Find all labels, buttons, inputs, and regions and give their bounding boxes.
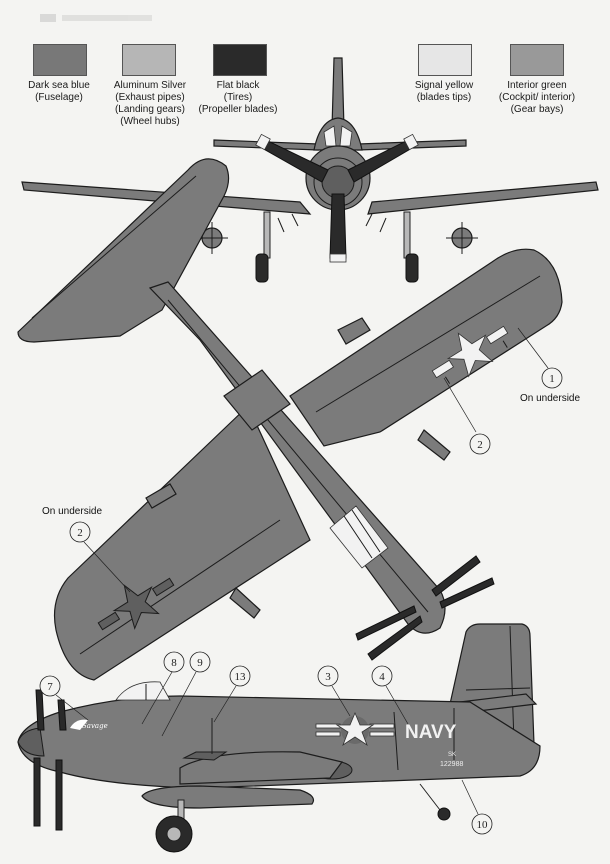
swatch-label-line: (Wheel hubs) <box>120 116 180 127</box>
on-underside-right: On underside <box>520 393 580 404</box>
on-underside-left: On underside <box>42 506 102 517</box>
swatch-label-line: Interior green <box>507 80 567 91</box>
plan-view <box>17 158 563 681</box>
color-swatch-label: Signal yellow(blades tips) <box>415 80 473 104</box>
swatch-label-line: (Propeller blades) <box>198 104 278 115</box>
callout-4: 4 <box>379 671 385 683</box>
color-swatch-label: Dark sea blue(Fuselage) <box>28 80 90 104</box>
callouts: 1 On underside 2 On underside 2 3 4 7 8 … <box>39 327 580 835</box>
callout-2b: 2 <box>77 527 83 539</box>
callout-7: 7 <box>47 681 53 693</box>
swatch-label-line: (Exhaust pipes) <box>115 92 185 103</box>
swatch-label-line: (blades tips) <box>416 92 472 103</box>
color-swatch <box>33 44 87 76</box>
swatch-label-line: (Tires) <box>223 92 253 103</box>
nose-art: Savage <box>82 722 108 730</box>
swatch-label-line: Aluminum Silver <box>113 80 187 91</box>
swatch-label-line: (Landing gears) <box>114 104 186 115</box>
serial-small: SK <box>448 752 456 758</box>
callout-1: 1 <box>549 373 555 385</box>
color-swatch <box>213 44 267 76</box>
swatch-label-line: Dark sea blue <box>28 80 90 91</box>
callout-2a: 2 <box>477 439 483 451</box>
navy-marking: NAVY <box>405 722 457 743</box>
color-swatch <box>418 44 472 76</box>
serial-number: 122988 <box>440 761 463 768</box>
swatch-label-line: (Cockpit/ interior) <box>498 92 576 103</box>
callout-13: 13 <box>235 671 247 683</box>
color-swatch-label: Flat black(Tires)(Propeller blades) <box>199 80 278 116</box>
side-view: NAVY SK 122988 Savage <box>17 623 541 853</box>
callout-8: 8 <box>171 657 177 669</box>
swatch-label-line: Signal yellow <box>414 80 474 91</box>
color-swatch-label: Interior green(Cockpit/ interior)(Gear b… <box>499 80 575 116</box>
callout-3: 3 <box>325 671 331 683</box>
callout-9: 9 <box>197 657 203 669</box>
swatch-label-line: (Fuselage) <box>35 92 83 103</box>
color-swatch <box>122 44 176 76</box>
color-swatch-label: Aluminum Silver(Exhaust pipes)(Landing g… <box>114 80 186 128</box>
swatch-label-line: Flat black <box>216 80 260 91</box>
color-swatch <box>510 44 564 76</box>
callout-10: 10 <box>477 819 489 831</box>
swatch-label-line: (Gear bays) <box>510 104 564 115</box>
faded-header <box>40 14 152 22</box>
